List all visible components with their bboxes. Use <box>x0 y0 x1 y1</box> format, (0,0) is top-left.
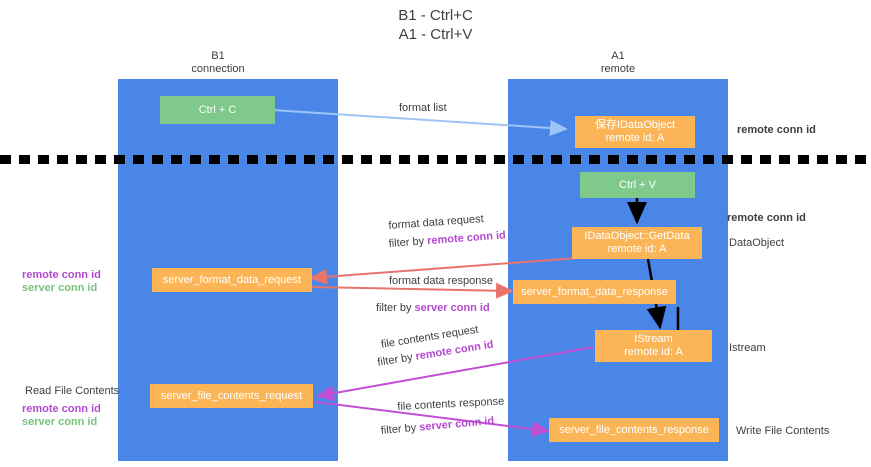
box-server-file-contents-response[interactable]: server_file_contents_response <box>549 418 719 442</box>
side-label-read-file-contents: Read File Contents <box>25 385 120 397</box>
side-label-left-remote-conn-id-2: remote conn id <box>22 403 101 415</box>
side-label-left-remote-conn-id: remote conn id <box>22 269 101 281</box>
box-ctrl-v[interactable]: Ctrl + V <box>580 172 695 198</box>
box-ctrl-c[interactable]: Ctrl + C <box>160 96 275 124</box>
box-idataobject-remote-id: remote id: A <box>605 132 665 144</box>
side-label-remote-conn-id-top: remote conn id <box>737 124 816 136</box>
side-label-left-server-conn-id-2: server conn id <box>22 416 98 428</box>
box-server-format-data-response-label: server_format_data_response <box>521 285 668 298</box>
box-getdata-title: IDataObject::GetData <box>584 230 690 242</box>
label-format-data-request-filter-prefix: filter by <box>388 235 428 250</box>
box-server-file-contents-request-label: server_file_contents_request <box>160 389 303 402</box>
side-label-write-file-contents: Write File Contents <box>736 425 830 437</box>
side-label-left-server-conn-id: server conn id <box>22 282 98 294</box>
box-idataobject-title: 保存IDataObject <box>594 119 676 131</box>
box-server-file-contents-response-label: server_file_contents_response <box>559 423 709 436</box>
arrow-file-contents-request <box>316 346 595 402</box>
label-format-data-response-filter-key: server conn id <box>414 302 490 314</box>
box-server-format-data-request-label: server_format_data_request <box>162 273 302 286</box>
side-label-remote-conn-id-mid: remote conn id <box>727 212 806 224</box>
arrow-file-contents-response <box>315 401 550 437</box>
box-ctrl-c-label: Ctrl + C <box>198 103 237 116</box>
box-ctrl-v-label: Ctrl + V <box>619 178 656 191</box>
box-server-format-data-response[interactable]: server_format_data_response <box>513 280 676 304</box>
box-istream-remote-id: remote id: A <box>624 346 683 358</box>
label-file-contents-response-filter-prefix: filter by <box>380 421 420 437</box>
box-server-file-contents-request[interactable]: server_file_contents_request <box>150 384 313 408</box>
box-server-format-data-request[interactable]: server_format_data_request <box>152 268 312 292</box>
section-divider <box>0 155 871 164</box>
label-format-list: format list <box>399 102 447 114</box>
arrow-format-list <box>271 109 568 136</box>
box-istream[interactable]: IStream remote id: A <box>595 330 712 362</box>
box-istream-title: IStream <box>634 333 673 345</box>
box-getdata-remote-id: remote id: A <box>607 243 667 255</box>
label-format-data-response: format data response <box>389 275 493 287</box>
label-format-data-response-filter-prefix: filter by <box>376 302 415 314</box>
box-getdata[interactable]: IDataObject::GetData remote id: A <box>572 227 702 259</box>
arrow-format-data-request <box>309 257 579 285</box>
arrow-format-data-response <box>311 282 514 299</box>
box-idataobject-remote[interactable]: 保存IDataObject remote id: A <box>575 116 695 148</box>
side-label-istream: Istream <box>729 342 766 354</box>
side-label-dataobject: DataObject <box>729 237 785 249</box>
